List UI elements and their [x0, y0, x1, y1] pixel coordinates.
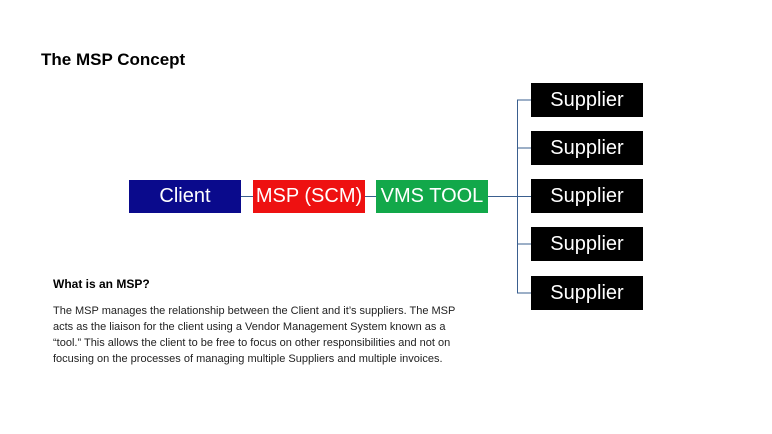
supplier-label: Supplier — [550, 232, 624, 255]
supplier-label: Supplier — [550, 136, 624, 159]
info-heading: What is an MSP? — [53, 277, 150, 291]
info-description: The MSP manages the relationship between… — [53, 305, 456, 365]
page-title: The MSP Concept — [41, 50, 186, 69]
client-box: Client — [129, 180, 241, 213]
supplier-box-3: Supplier — [531, 179, 643, 213]
client-label: Client — [159, 185, 211, 207]
vms-tool-box: VMS TOOL — [376, 180, 488, 213]
supplier-box-4: Supplier — [531, 227, 643, 261]
vms-tool-label: VMS TOOL — [380, 185, 484, 207]
supplier-box-1: Supplier — [531, 83, 643, 117]
supplier-box-5: Supplier — [531, 276, 643, 310]
supplier-box-2: Supplier — [531, 131, 643, 165]
supplier-label: Supplier — [550, 184, 624, 207]
msp-label: MSP (SCM) — [255, 185, 363, 207]
supplier-label: Supplier — [550, 88, 624, 111]
msp-box: MSP (SCM) — [253, 180, 365, 213]
supplier-label: Supplier — [550, 281, 624, 304]
